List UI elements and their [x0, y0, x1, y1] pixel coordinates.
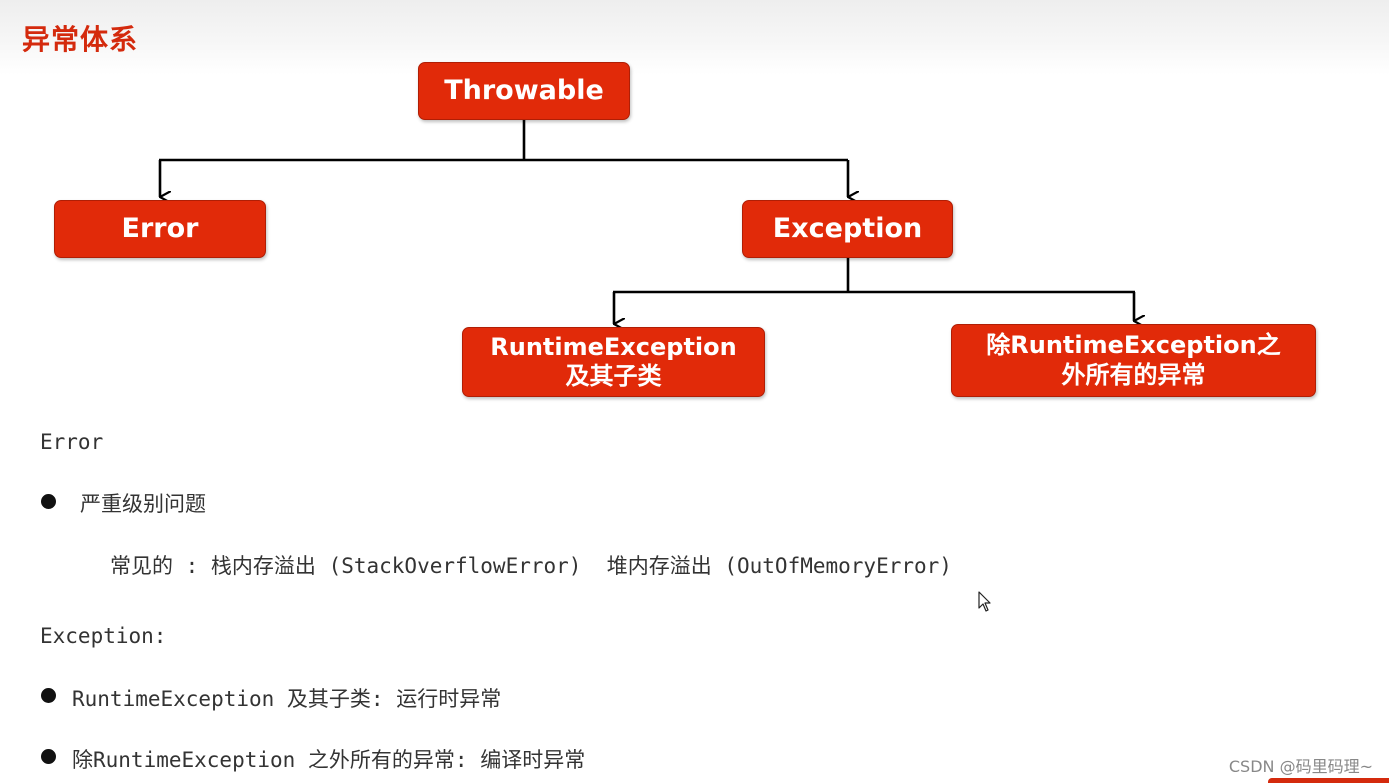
node-throwable-label: Throwable — [444, 74, 604, 106]
node-exception: Exception — [742, 200, 953, 258]
bullet-icon — [41, 749, 56, 764]
edge-exception-children — [612, 258, 1135, 324]
corner-decoration — [1268, 778, 1389, 783]
watermark: CSDN @码里码理~ — [1228, 757, 1373, 776]
error-bullet-text: 严重级别问题 — [80, 492, 206, 516]
node-throwable: Throwable — [418, 62, 630, 120]
node-runtime-label-line1: RuntimeException — [490, 332, 737, 361]
exception-heading: Exception: — [40, 624, 167, 648]
node-exception-label: Exception — [772, 212, 923, 244]
page-title: 异常体系 — [22, 23, 139, 56]
node-error: Error — [54, 200, 266, 258]
mouse-cursor-icon — [978, 591, 991, 612]
bullet-icon — [41, 688, 56, 703]
error-heading: Error — [40, 430, 104, 454]
exception-bullet-2-text: 除RuntimeException 之外所有的异常: 编译时异常 — [72, 748, 586, 772]
node-error-label: Error — [121, 212, 199, 244]
node-runtime-exception: RuntimeException 及其子类 — [462, 327, 765, 397]
node-checked-label-line1: 除RuntimeException之 — [986, 331, 1281, 360]
node-checked-exception: 除RuntimeException之 外所有的异常 — [951, 324, 1316, 397]
error-common-text: 常见的 : 栈内存溢出 (StackOverflowError) 堆内存溢出 (… — [110, 554, 952, 578]
edge-throwable-children — [158, 120, 848, 197]
bullet-icon — [41, 494, 56, 509]
node-checked-label-line2: 外所有的异常 — [1061, 360, 1206, 389]
node-runtime-label-line2: 及其子类 — [565, 362, 662, 390]
exception-bullet-1-text: RuntimeException 及其子类: 运行时异常 — [72, 687, 502, 711]
